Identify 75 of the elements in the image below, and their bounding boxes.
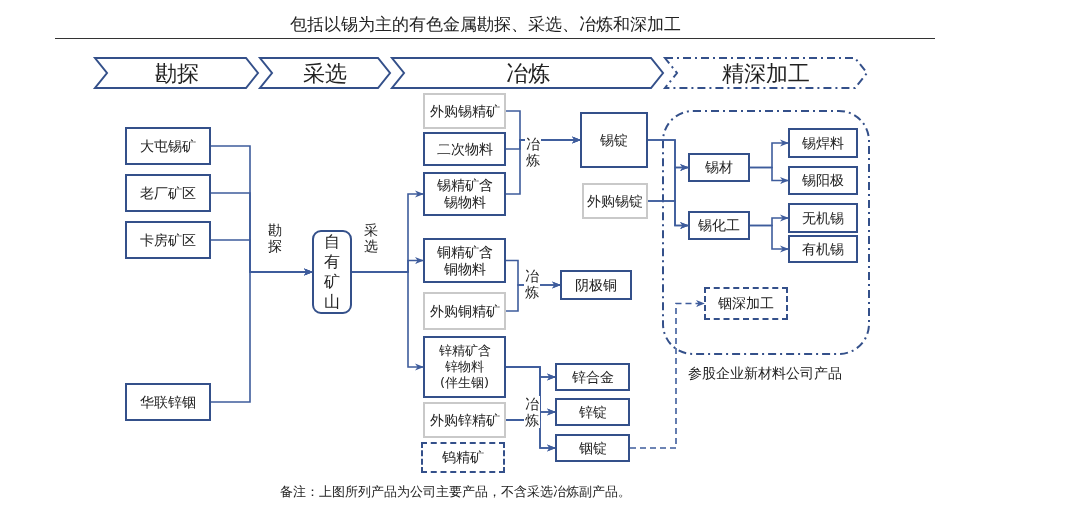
process-box [560,270,632,300]
process-box [788,128,858,158]
edge-label: 采选 [363,222,379,254]
process-box [555,434,630,462]
title: 包括以锡为主的有色金属勘探、采选、冶炼和深加工 [290,13,681,36]
process-box [688,153,750,182]
stage-band [95,58,258,88]
process-box [788,203,858,233]
mine-box [312,230,352,314]
process-box [125,174,211,212]
edge-label: 冶炼 [524,268,540,300]
node-label: 二次物料 [436,140,493,158]
process-box [423,132,506,166]
arrow [351,271,424,371]
arrow [749,224,789,253]
stage-band [665,58,867,88]
node-label: 卡房矿区 [140,231,196,249]
node-label: 外购锡精矿 [429,102,500,120]
process-box [423,336,506,398]
material-box [423,93,506,129]
node-label: 采选 [303,64,347,82]
group-caption: 参股企业新材料公司产品 [688,365,842,382]
node-label: 勘探 [154,64,199,82]
node-label: 无机锡 [802,209,844,227]
node-label: 老厂矿区 [140,184,196,202]
node-label: 锡精矿含锡物料 [435,177,494,211]
node-label: 外购锌精矿 [429,411,500,429]
material-box [582,183,648,219]
process-box [423,238,506,283]
edge-label: 勘探 [267,222,283,254]
node-label: 外购铜精矿 [429,302,500,320]
node-label: 铟深加工 [718,295,774,312]
process-box [580,112,648,168]
process-box [423,172,506,216]
process-box [788,235,858,263]
node-label: 阴极铜 [575,276,617,294]
stage-band [392,58,663,88]
node-label: 铟锭 [578,439,607,457]
node-label: 自有矿山 [324,232,340,312]
node-label: 大屯锡矿 [140,137,196,155]
node-label: 锡材 [705,159,733,176]
dashed-arrow [629,299,705,449]
arrow [505,136,581,195]
process-box [125,383,211,421]
node-label: 外购锡锭 [587,192,643,210]
material-box [423,402,506,438]
dashed-box [704,287,788,320]
process-box [688,211,750,240]
edge-label: 冶炼 [524,396,540,428]
node-label: 锡阳极 [802,172,844,189]
node-label: 钨精矿 [442,449,484,466]
dashed-box [421,442,505,473]
node-label: 锡焊料 [802,134,844,152]
footnote: 备注：上图所列产品为公司主要产品，不含采选冶炼副产品。 [280,483,631,501]
process-box [125,221,211,259]
process-box [788,166,858,195]
node-label: 锌合金 [571,368,614,386]
arrow [749,166,789,185]
arrow [647,200,689,230]
node-label: 铜精矿含铜物料 [435,243,494,278]
node-label: 锡化工 [698,217,740,234]
node-label: 锡锭 [600,131,628,149]
process-box [125,127,211,165]
node-label: 精深加工 [722,64,810,82]
stage-band [260,58,390,88]
arrow [210,268,313,403]
node-label: 有机锡 [802,240,844,258]
edge-label: 冶炼 [525,136,541,168]
node-label: 锌精矿含锌物料(伴生铟) [437,343,492,391]
process-box [555,363,630,391]
node-label: 冶炼 [505,64,550,82]
node-label: 华联锌铟 [140,393,196,411]
node-label: 锌锭 [578,403,607,421]
material-box [423,292,506,330]
process-box [555,398,630,426]
